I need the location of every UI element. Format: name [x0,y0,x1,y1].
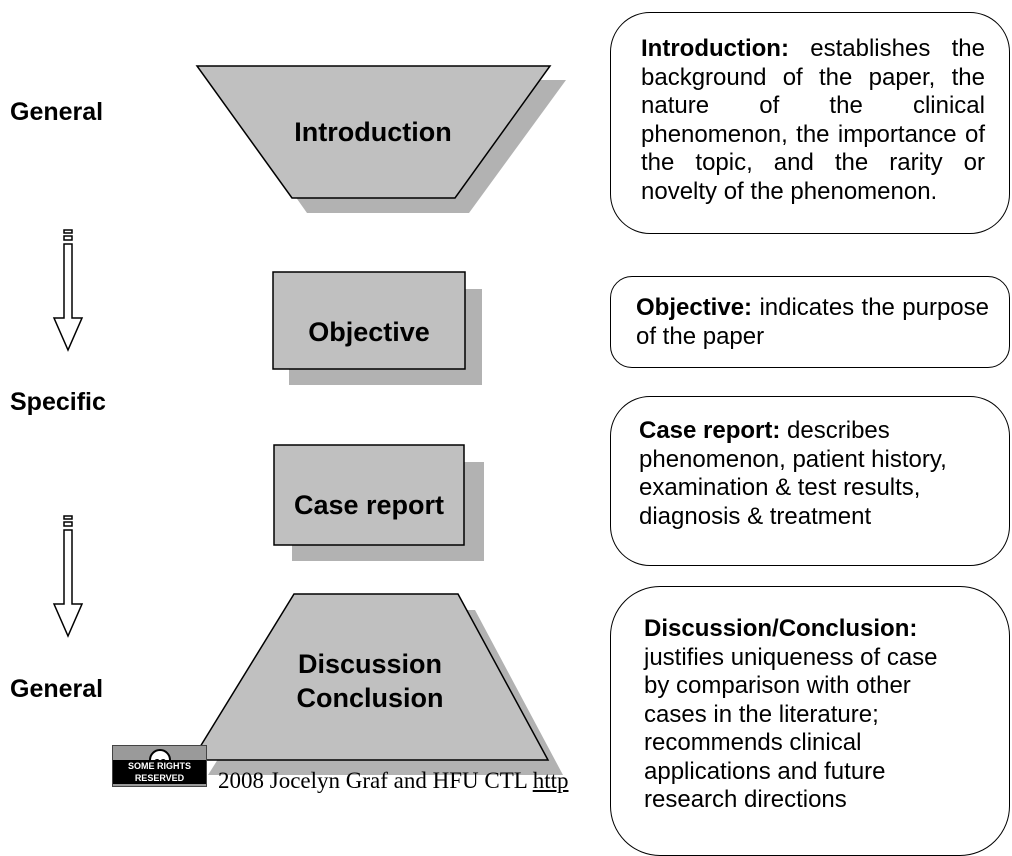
case-report-shape [273,444,465,546]
callout-title: Objective: [636,294,753,321]
objective-label: Objective [308,317,430,347]
some-rights-reserved-text: SOME RIGHTS RESERVED [113,760,206,784]
level-label-middle: Specific [10,388,106,416]
discussion-label-line2: Conclusion [296,683,444,713]
introduction-callout: Introduction: establishes the background… [610,12,1010,234]
introduction-label: Introduction [294,117,452,147]
copyright-footer: 2008 Jocelyn Graf and HFU CTL http [218,768,568,794]
level-label-top: General [10,98,104,126]
case-report-callout: Case report: describes phenomenon, patie… [610,396,1010,566]
callout-body: describes phenomenon, patient history, e… [639,417,947,530]
down-arrow-icon [52,515,84,638]
callout-title: Case report: [639,417,781,444]
copyright-text: 2008 Jocelyn Graf and HFU CTL [218,768,527,793]
level-label-bottom: General [10,675,104,703]
introduction-shape [195,65,552,199]
discussion-shape [190,593,550,761]
callout-body: establishes the background of the paper,… [641,35,985,205]
callout-title: Introduction: [641,35,789,62]
objective-callout: Objective: indicates the purpose of the … [610,276,1010,368]
discussion-conclusion-callout: Discussion/Conclusion: justifies uniquen… [610,586,1010,856]
discussion-conclusion-label: Discussion Conclusion [220,647,520,715]
copyright-link[interactable]: http [532,768,569,793]
down-arrow-icon [52,229,84,352]
discussion-label-line1: Discussion [297,649,443,679]
callout-body: justifies uniqueness of case by comparis… [644,643,938,814]
objective-shape [272,271,466,370]
creative-commons-badge[interactable]: cc SOME RIGHTS RESERVED [112,745,207,787]
callout-body: indicates the purpose of the paper [636,294,990,350]
case-report-label: Case report [293,490,445,520]
callout-title: Discussion/Conclusion: [644,615,918,642]
